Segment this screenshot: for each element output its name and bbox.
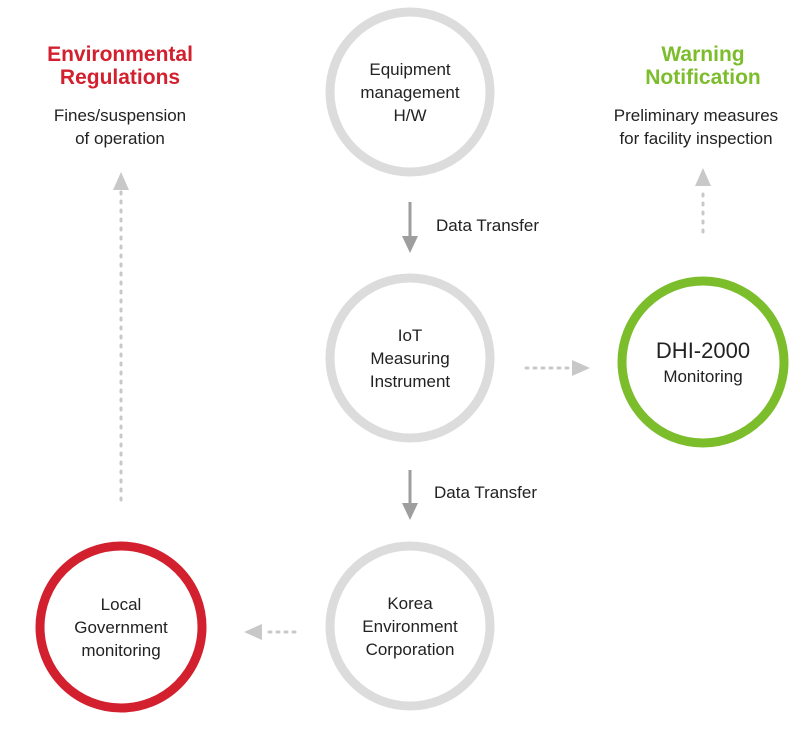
dotted-arrow-left bbox=[244, 624, 297, 640]
node-line: Equipment bbox=[369, 59, 451, 79]
local-gov-circle bbox=[35, 541, 207, 713]
dotted-arrow-right bbox=[524, 360, 590, 376]
data-transfer-label-2: Data Transfer bbox=[434, 483, 537, 502]
data-transfer-label-1: Data Transfer bbox=[436, 216, 539, 235]
dotted-arrow-up-right bbox=[695, 168, 711, 234]
desc-line: Preliminary measures bbox=[613, 106, 779, 125]
dhi-title: DHI-2000 bbox=[655, 337, 751, 363]
equipment-circle bbox=[325, 7, 495, 177]
dotted-arrow-up-left bbox=[113, 172, 129, 502]
heading-line: Warning bbox=[661, 43, 745, 66]
node-line: monitoring bbox=[81, 640, 161, 660]
node-line: Local bbox=[100, 594, 142, 614]
desc-line: of operation bbox=[75, 129, 165, 148]
node-line: Corporation bbox=[365, 639, 455, 659]
heading-line: Notification bbox=[645, 66, 761, 89]
node-line: H/W bbox=[393, 105, 427, 125]
down-arrow-2 bbox=[402, 470, 418, 520]
heading-line: Environmental bbox=[47, 43, 193, 66]
korea-env-circle bbox=[325, 541, 495, 711]
warning-notification-desc: Preliminary measures for facility inspec… bbox=[592, 104, 800, 150]
desc-line: for facility inspection bbox=[619, 129, 773, 148]
down-arrow-1 bbox=[402, 202, 418, 253]
warning-notification-heading: Warning Notification bbox=[590, 43, 800, 89]
node-line: Korea bbox=[387, 593, 433, 613]
node-line: Instrument bbox=[369, 371, 451, 391]
environmental-regulations-heading: Environmental Regulations bbox=[20, 43, 220, 89]
node-line: Measuring bbox=[370, 348, 450, 368]
node-line: Environment bbox=[362, 616, 458, 636]
iot-circle bbox=[325, 273, 495, 443]
node-line: management bbox=[360, 82, 460, 102]
dhi-node-label: DHI-2000 Monitoring bbox=[623, 282, 783, 442]
environmental-regulations-desc: Fines/suspension of operation bbox=[20, 104, 220, 150]
equipment-node-label: Equipment management H/W bbox=[330, 12, 490, 172]
iot-node-label: IoT Measuring Instrument bbox=[330, 278, 490, 438]
heading-line: Regulations bbox=[59, 66, 181, 89]
korea-env-node-label: Korea Environment Corporation bbox=[330, 546, 490, 706]
dhi-circle bbox=[617, 276, 789, 448]
node-line: Government bbox=[74, 617, 168, 637]
local-gov-node-label: Local Government monitoring bbox=[41, 547, 201, 707]
node-line: IoT bbox=[397, 325, 423, 345]
dhi-subtitle: Monitoring bbox=[663, 366, 743, 386]
desc-line: Fines/suspension bbox=[53, 106, 187, 125]
